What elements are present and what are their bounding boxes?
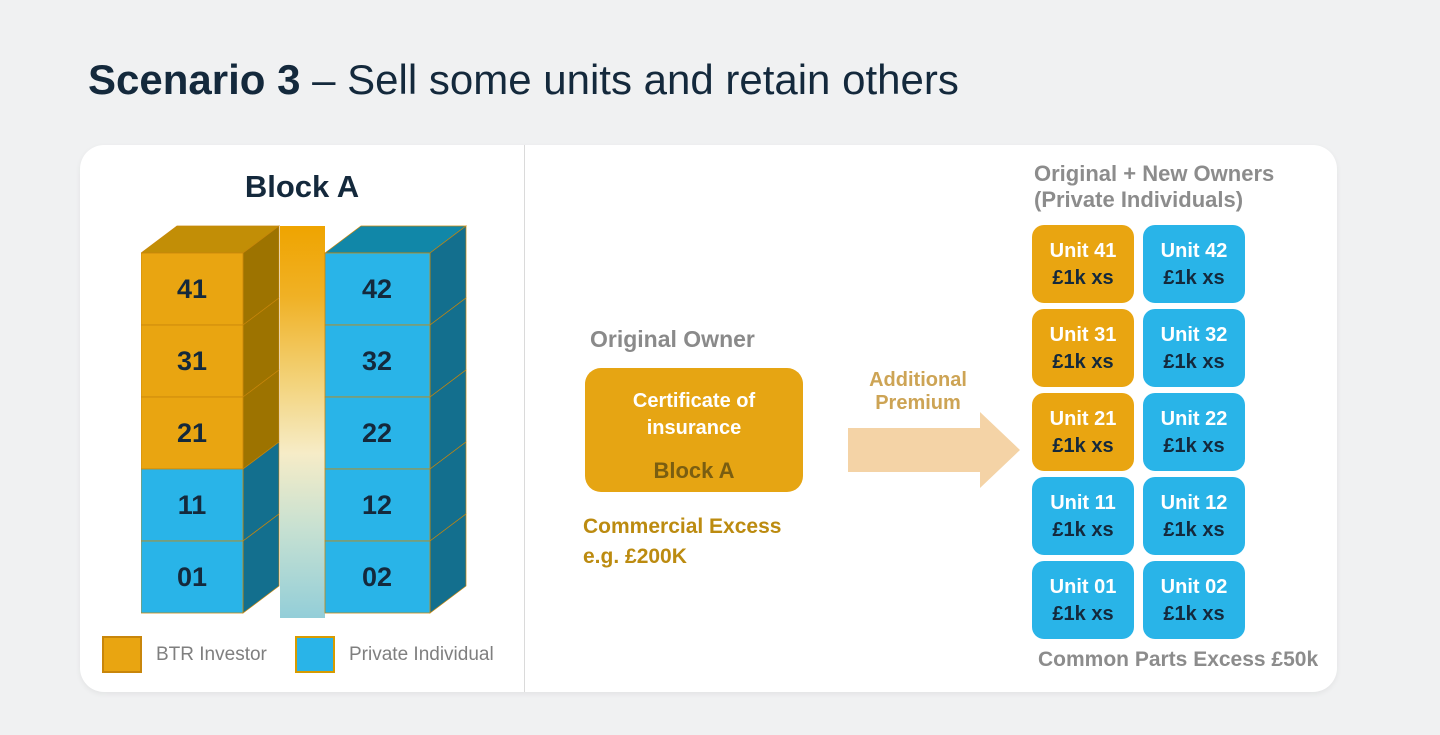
unit-label: Unit 02 (1160, 576, 1228, 598)
unit-excess: £1k xs (1163, 435, 1225, 457)
unit-card: Unit 12 £1k xs (1143, 477, 1245, 555)
legend-item-btr: BTR Investor (102, 636, 267, 673)
certificate-title: Certificate of insurance (632, 390, 756, 439)
legend-label-btr: BTR Investor (156, 643, 267, 665)
unit-card: Unit 31 £1k xs (1032, 309, 1134, 387)
legend-label-private: Private Individual (349, 643, 494, 665)
certificate-box: Certificate of insurance Block A (585, 368, 803, 492)
certificate-subtitle: Block A (653, 458, 735, 483)
building-unit-number: 22 (362, 418, 392, 448)
btr-color-swatch (102, 636, 142, 673)
premium-arrow-icon (848, 412, 1020, 488)
unit-label: Unit 32 (1160, 324, 1228, 346)
unit-excess: £1k xs (1052, 351, 1114, 373)
unit-label: Unit 12 (1160, 492, 1228, 514)
commercial-excess-line1: Commercial Excess (583, 515, 782, 538)
building-unit-front-face (141, 252, 244, 326)
unit-card: Unit 42 £1k xs (1143, 225, 1245, 303)
building-unit-front-face (324, 468, 431, 542)
private-color-swatch (295, 636, 335, 673)
building-gap-strip (280, 226, 325, 618)
unit-label: Unit 31 (1049, 324, 1117, 346)
unit-label: Unit 21 (1049, 408, 1117, 430)
building-unit-front-face (324, 252, 431, 326)
unit-card: Unit 32 £1k xs (1143, 309, 1245, 387)
building-unit-front-face (324, 396, 431, 470)
unit-excess: £1k xs (1163, 603, 1225, 625)
unit-label: Unit 41 (1049, 240, 1117, 262)
unit-card: Unit 21 £1k xs (1032, 393, 1134, 471)
unit-excess: £1k xs (1163, 519, 1225, 541)
additional-premium-label: Additional Premium (838, 369, 998, 415)
building-unit-front-face (141, 324, 244, 398)
building-unit-number: 42 (362, 274, 392, 304)
unit-excess: £1k xs (1163, 267, 1225, 289)
unit-card: Unit 11 £1k xs (1032, 477, 1134, 555)
common-parts-excess-label: Common Parts Excess £50k (1038, 648, 1319, 671)
content-card: Block A 41 42 31 32 21 22 11 12 01 02 BTR Investo… (80, 145, 1337, 692)
additional-premium-line2: Premium (875, 392, 961, 414)
block-a-building-diagram: 41 42 31 32 21 22 11 12 01 02 (141, 225, 467, 618)
unit-excess: £1k xs (1052, 519, 1114, 541)
unit-excess: £1k xs (1163, 351, 1225, 373)
unit-label: Unit 11 (1050, 492, 1116, 514)
unit-card: Unit 41 £1k xs (1032, 225, 1134, 303)
commercial-excess-note: Commercial Excess e.g. £200K (583, 512, 781, 572)
legend-item-private: Private Individual (295, 636, 494, 673)
unit-card: Unit 02 £1k xs (1143, 561, 1245, 639)
building-unit-number: 01 (177, 562, 207, 592)
building-generated: 41 42 31 32 21 22 11 12 01 02 (141, 225, 467, 618)
page-title: Scenario 3 – Sell some units and retain … (88, 56, 959, 104)
panel-divider (524, 145, 525, 692)
building-unit-front-face (141, 540, 244, 614)
unit-excess: £1k xs (1052, 435, 1114, 457)
unit-label: Unit 22 (1160, 408, 1228, 430)
additional-premium-line1: Additional (869, 369, 967, 391)
new-owners-heading: Original + New Owners (Private Individua… (1034, 161, 1274, 213)
building-unit-number: 21 (177, 418, 207, 448)
unit-label: Unit 01 (1049, 576, 1117, 598)
page-title-bold: Scenario 3 (88, 56, 301, 103)
original-owner-label: Original Owner (590, 326, 755, 352)
building-unit-number: 02 (362, 562, 392, 592)
building-unit-front-face (324, 540, 431, 614)
building-unit-front-face (141, 468, 244, 542)
page-title-rest: – Sell some units and retain others (300, 56, 959, 103)
building-unit-number: 12 (362, 490, 392, 520)
unit-card: Unit 01 £1k xs (1032, 561, 1134, 639)
building-unit-number: 32 (362, 346, 392, 376)
commercial-excess-line2: e.g. £200K (583, 545, 687, 568)
unit-card: Unit 22 £1k xs (1143, 393, 1245, 471)
new-owners-heading-line1: Original + New Owners (1034, 161, 1275, 186)
building-unit-front-face (141, 396, 244, 470)
building-unit-number: 11 (178, 490, 207, 520)
legend: BTR Investor Private Individual (80, 636, 524, 678)
unit-excess: £1k xs (1052, 603, 1114, 625)
building-unit-number: 31 (177, 346, 207, 376)
new-owners-heading-line2: (Private Individuals) (1034, 187, 1244, 212)
building-unit-front-face (324, 324, 431, 398)
building-unit-number: 41 (177, 274, 207, 304)
unit-excess: £1k xs (1052, 267, 1114, 289)
unit-label: Unit 42 (1160, 240, 1228, 262)
block-a-heading: Block A (244, 169, 360, 204)
